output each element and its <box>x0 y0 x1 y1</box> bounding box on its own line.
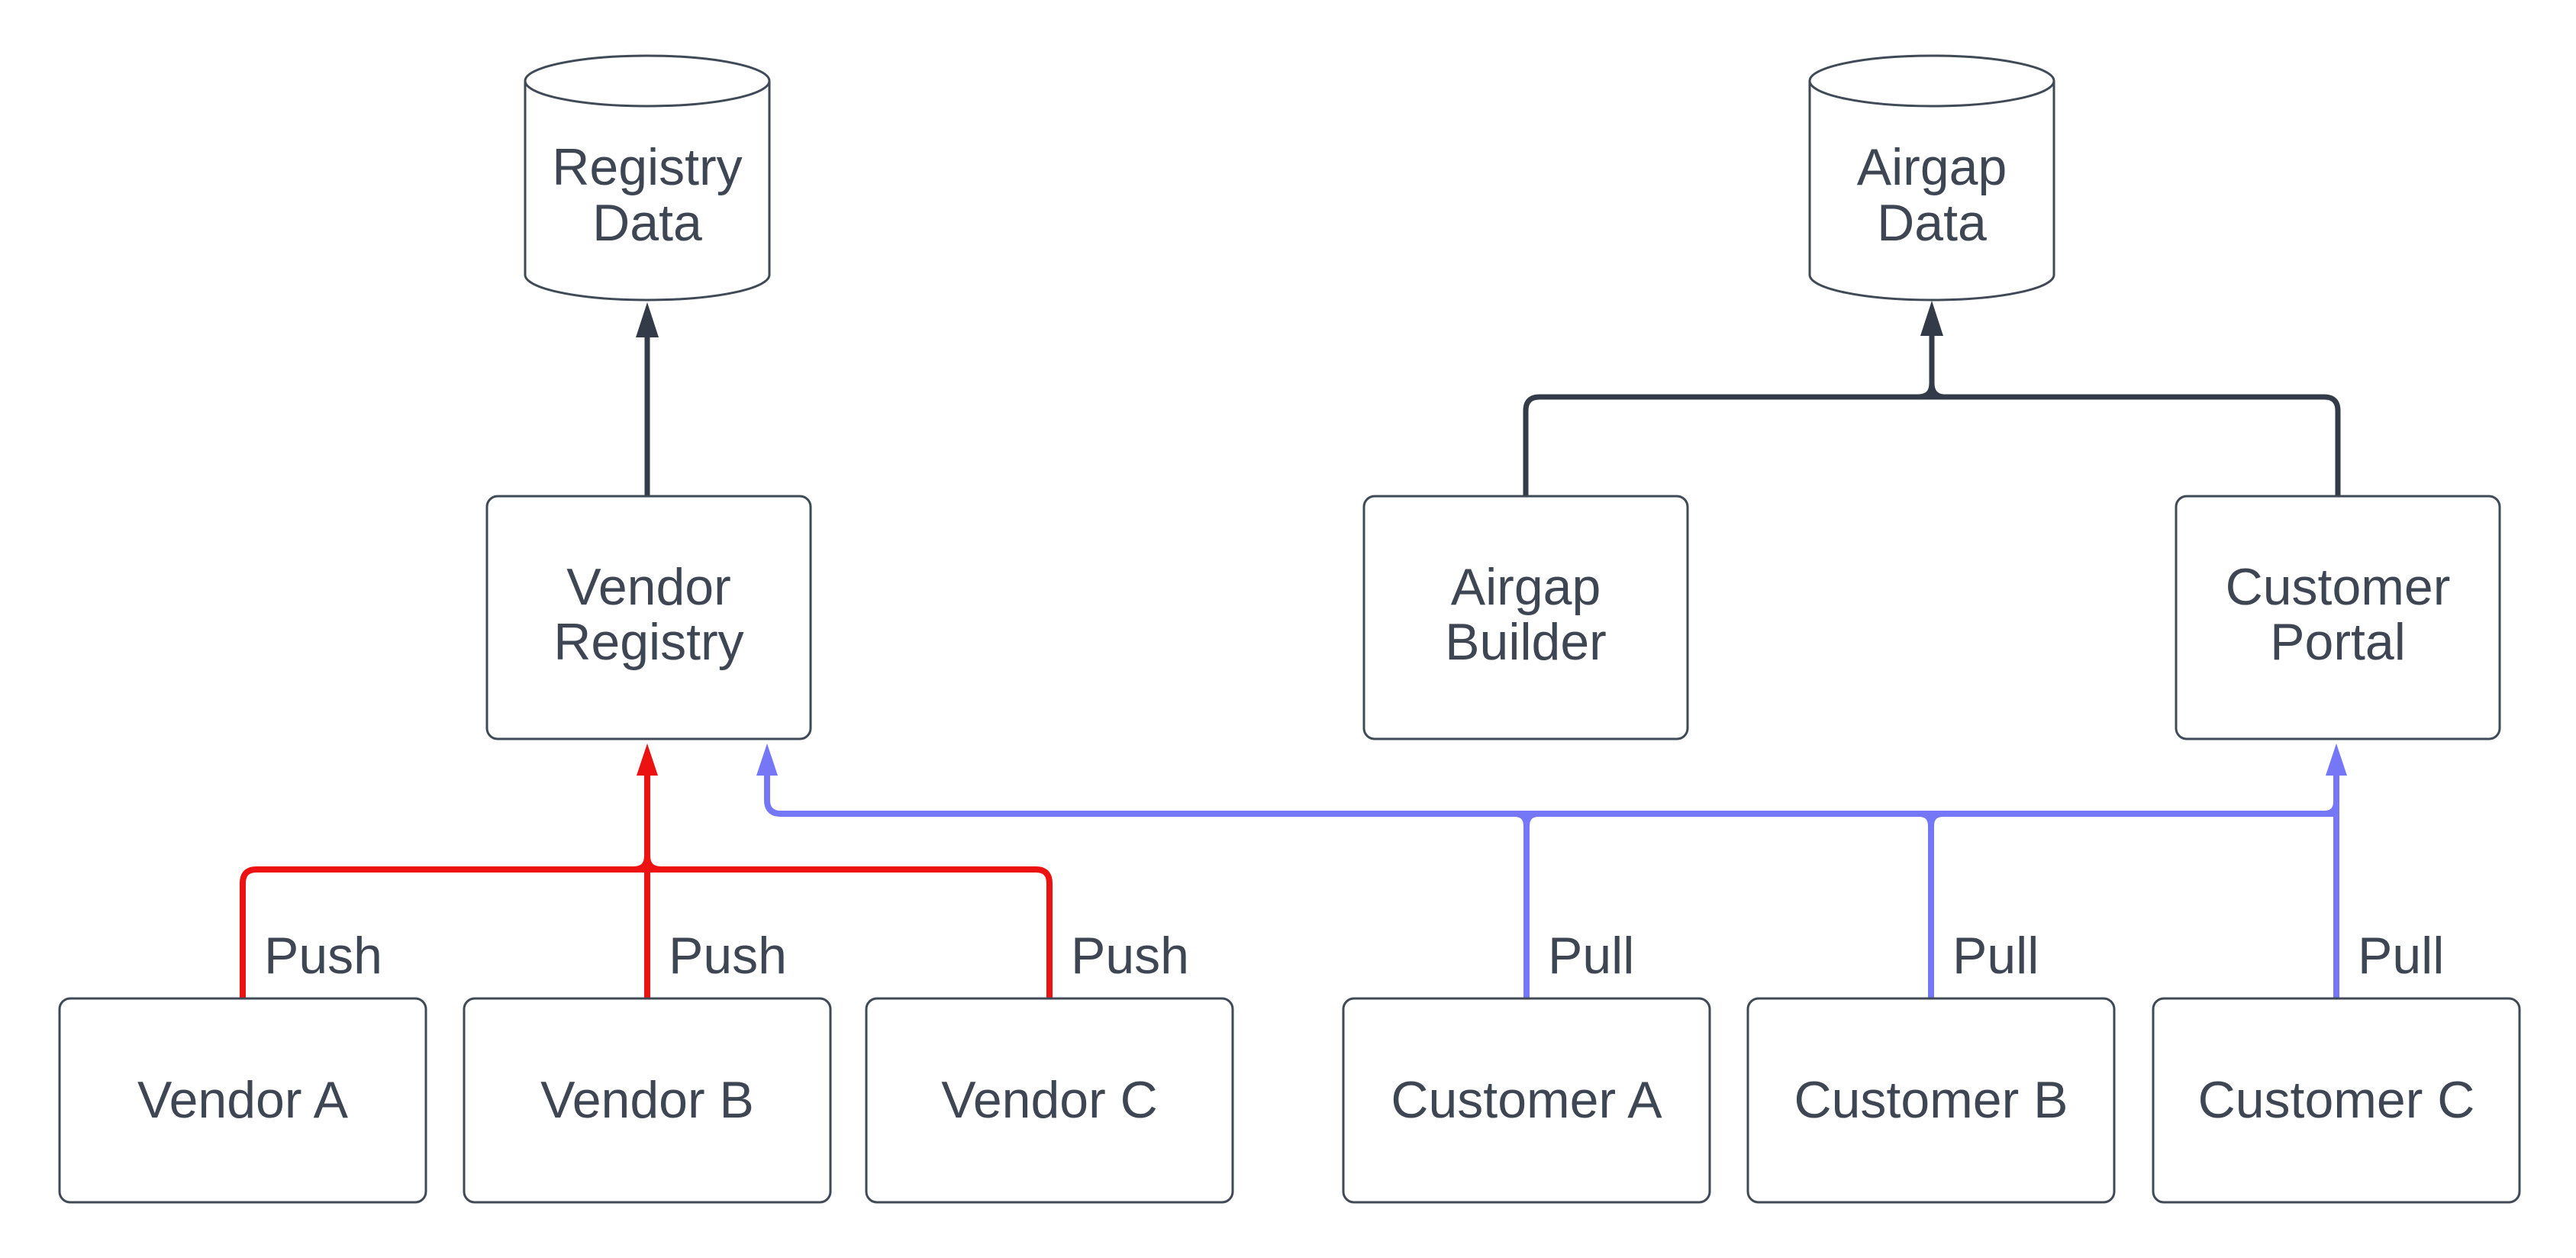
node-box <box>463 997 832 1204</box>
node-customer-a: Customer A <box>1342 997 1711 1204</box>
node-label-line2: Data <box>1877 194 1987 252</box>
edge-label-pull-customer-a: Pull <box>1548 927 1634 985</box>
node-label-line1: Registry <box>552 138 742 196</box>
node-label: Customer C <box>2198 1071 2475 1129</box>
node-box <box>2152 997 2521 1204</box>
node-label-line1: Customer <box>2226 558 2451 616</box>
node-box <box>485 495 812 740</box>
node-label-line1: Vendor <box>566 558 731 616</box>
node-vendor-b: Vendor B <box>463 997 832 1204</box>
edge-line <box>1523 394 2341 496</box>
database-cylinder-top <box>1808 54 2055 108</box>
arrowhead-up-icon <box>636 302 659 337</box>
edge-line <box>764 774 782 817</box>
node-box <box>1362 495 1689 740</box>
junction-fillet <box>1514 811 1539 827</box>
edge-vendors-push-to-vendor-registry <box>240 744 1053 998</box>
arrowhead-up-icon <box>637 744 658 776</box>
database-cylinder-top <box>524 54 771 108</box>
node-vendor-a: Vendor A <box>58 997 427 1204</box>
node-label-line2: Portal <box>2270 613 2406 671</box>
node-box <box>2175 495 2501 740</box>
edge-label-push-vendor-c: Push <box>1071 927 1189 985</box>
edge-label-push-vendor-a: Push <box>264 927 382 985</box>
database-cylinder-icon <box>1808 81 2055 302</box>
node-customer-c: Customer C <box>2152 997 2521 1204</box>
node-label-line2: Builder <box>1445 613 1607 671</box>
arrowhead-up-icon <box>756 744 778 776</box>
junction-fillet <box>1918 811 1944 827</box>
node-customer-portal: Customer Portal <box>2175 495 2501 740</box>
node-box <box>865 997 1234 1204</box>
node-label: Vendor B <box>540 1071 754 1129</box>
node-label: Customer A <box>1391 1071 1662 1129</box>
arrowhead-up-icon <box>1920 301 1943 336</box>
node-airgap-data: Airgap Data <box>1808 54 2055 302</box>
arrowhead-up-icon <box>2326 744 2347 776</box>
node-label: Vendor A <box>137 1071 349 1129</box>
junction-fillet <box>2323 801 2339 817</box>
edge-vendor-registry-to-registry-data <box>636 302 659 496</box>
node-box <box>1746 997 2116 1204</box>
edge-builder-and-portal-to-airgap-data <box>1523 301 2341 496</box>
node-label-line1: Airgap <box>1857 138 2007 196</box>
junction-fillet <box>633 855 662 873</box>
edge-label-push-vendor-b: Push <box>669 927 787 985</box>
edge-label-pull-customer-b: Pull <box>1952 927 2039 985</box>
node-airgap-builder: Airgap Builder <box>1362 495 1689 740</box>
node-box <box>58 997 427 1204</box>
node-registry-data: Registry Data <box>524 54 771 302</box>
node-label: Customer B <box>1794 1071 2068 1129</box>
node-label-line1: Airgap <box>1451 558 1601 616</box>
node-label-line2: Data <box>592 194 702 252</box>
node-vendor-registry: Vendor Registry <box>485 495 812 740</box>
node-box <box>1342 997 1711 1204</box>
node-vendor-c: Vendor C <box>865 997 1234 1204</box>
edge-label-pull-customer-c: Pull <box>2358 927 2444 985</box>
junction-fillet <box>1917 382 1946 400</box>
node-label-line2: Registry <box>553 613 743 671</box>
database-cylinder-icon <box>524 81 771 302</box>
edge-customers-pull <box>756 744 2347 998</box>
node-customer-b: Customer B <box>1746 997 2116 1204</box>
node-label: Vendor C <box>941 1071 1158 1129</box>
